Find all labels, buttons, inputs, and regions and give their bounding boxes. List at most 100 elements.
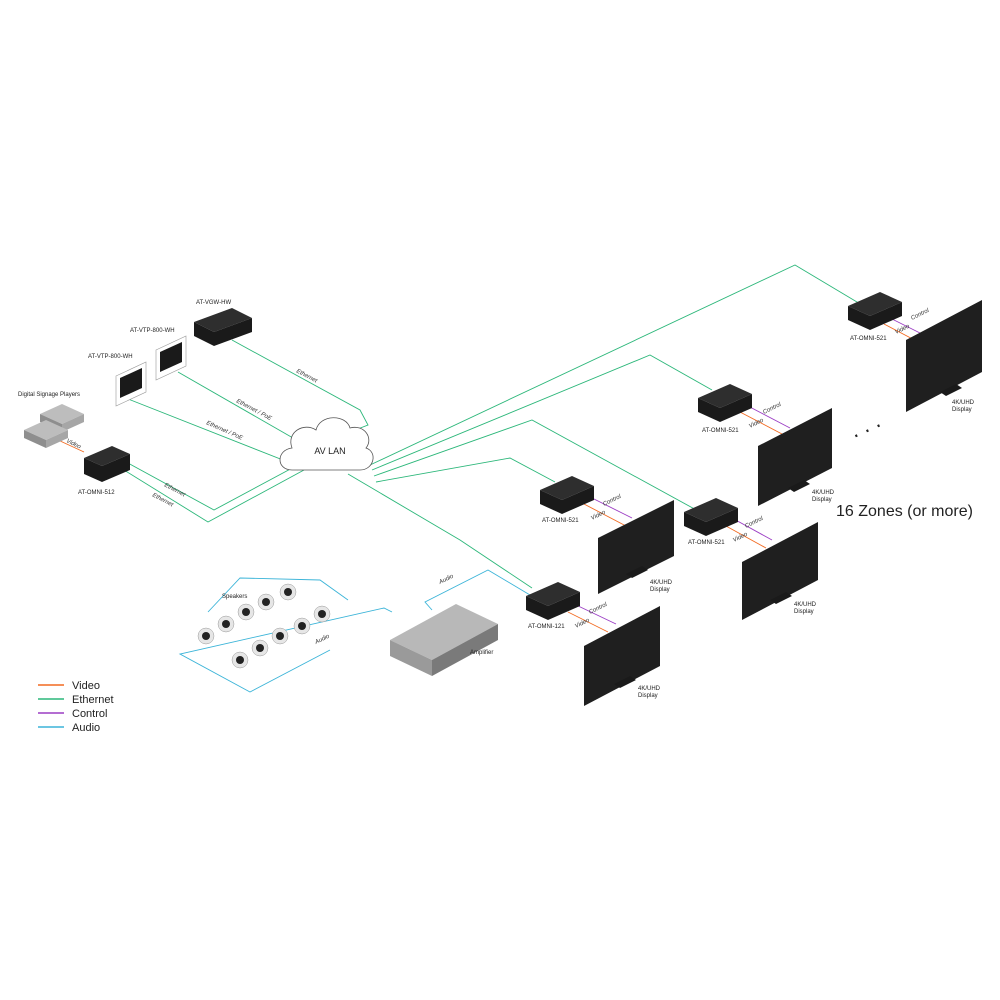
display-c-stand <box>626 566 648 578</box>
display-a-stand <box>788 480 810 492</box>
omni521-far-label: AT-OMNI-521 <box>850 336 887 342</box>
link-label-amp-audio: Audio <box>437 573 455 586</box>
video-link-c <box>583 503 627 527</box>
display-b-line1: 4K/UHD <box>794 602 817 608</box>
speaker-8 <box>271 627 289 645</box>
omni521-far-device: AT-OMNI-521 <box>848 292 902 342</box>
link-label-omni512-ethernet-b: Ethernet <box>151 492 174 508</box>
players-label: Digital Signage Players <box>18 392 80 398</box>
speaker-5 <box>279 583 297 601</box>
display-c-line2: Display <box>650 587 670 593</box>
display-far-stand <box>940 384 962 396</box>
speaker-6 <box>231 651 249 669</box>
display-121-line1: 4K/UHD <box>638 686 661 692</box>
ethernet-line-vtp1 <box>117 394 299 471</box>
speakers: Speakers <box>197 583 331 669</box>
legend-label-video: Video <box>72 680 100 692</box>
link-label-speakers-audio: Audio <box>313 633 331 646</box>
audio-lines <box>178 569 531 693</box>
display-c-screen <box>598 500 674 594</box>
omni521-a-device: AT-OMNI-521 <box>698 384 752 434</box>
omni121-side <box>548 592 580 620</box>
link-label-c-video: Video <box>590 509 607 521</box>
omni121-top <box>526 582 580 606</box>
cloud-label: AV LAN <box>314 446 345 456</box>
vtp1-label: AT-VTP-800-WH <box>88 354 133 360</box>
ethernet-line-omni121 <box>347 473 533 589</box>
legend-label-control: Control <box>72 708 107 720</box>
omni521-a-front <box>698 398 720 422</box>
speaker-10 <box>313 605 331 623</box>
speakers-label: Speakers <box>222 594 247 600</box>
display-c: 4K/UHD Display <box>598 500 674 594</box>
omni121-front <box>526 596 548 620</box>
ethernet-line-vtp2 <box>177 371 301 443</box>
omni521-a-side <box>720 394 752 422</box>
amplifier-device: Amplifier <box>390 604 498 676</box>
link-label-121-video: Video <box>574 617 591 629</box>
link-label-a-video: Video <box>748 417 765 429</box>
ethernet-line-omni521-far <box>369 264 863 466</box>
amplifier-label: Amplifier <box>470 650 493 656</box>
signage-players: Digital Signage Players <box>18 392 84 448</box>
link-label-b-control: Control <box>744 516 765 530</box>
display-a-screen <box>758 408 832 506</box>
display-a-line2: Display <box>812 497 832 503</box>
ethernet-line-omni521-c <box>375 457 556 483</box>
ethernet-line-omni521-a <box>371 354 713 471</box>
amplifier-side <box>390 640 432 676</box>
ellipsis-dots: . . . <box>846 407 884 442</box>
video-link-a <box>739 411 783 435</box>
link-label-121-control: Control <box>588 602 609 616</box>
display-c-line1: 4K/UHD <box>650 580 673 586</box>
av-lan-cloud: AV LAN <box>279 417 374 471</box>
control-link-b <box>731 517 773 541</box>
omni521-far-top <box>848 292 902 316</box>
omni521-far-front <box>848 306 870 330</box>
speaker-4 <box>257 593 275 611</box>
omni512-front <box>84 458 102 482</box>
display-121: 4K/UHD Display <box>584 606 661 706</box>
video-link-121 <box>567 611 609 633</box>
ethernet-line-vgw <box>231 339 369 433</box>
vtp2-label: AT-VTP-800-WH <box>130 328 175 334</box>
omni521-a-label: AT-OMNI-521 <box>702 428 739 434</box>
omni521-b-label: AT-OMNI-521 <box>688 540 725 546</box>
control-link-c <box>589 496 633 519</box>
omni521-b-top <box>684 498 738 522</box>
vtp1-screen <box>120 368 142 398</box>
vtp2-panel: AT-VTP-800-WH <box>130 328 187 381</box>
speaker-7 <box>251 639 269 657</box>
omni521-c-device: AT-OMNI-521 <box>540 476 594 524</box>
link-label-far-control: Control <box>910 308 931 322</box>
omni521-b-side <box>706 508 738 536</box>
omni512-side <box>102 454 130 482</box>
display-far-line2: Display <box>952 407 972 413</box>
speaker-1 <box>197 627 215 645</box>
display-far: 4K/UHD Display <box>906 300 982 413</box>
omni512-device: AT-OMNI-512 <box>78 446 130 496</box>
audio-line-speakers-top <box>207 577 349 613</box>
vgw-front <box>194 322 214 346</box>
control-link-a <box>745 404 791 429</box>
omni521-c-top <box>540 476 594 500</box>
display-a: 4K/UHD Display <box>758 408 835 506</box>
vtp2-screen <box>160 342 182 372</box>
display-b-screen <box>742 522 818 620</box>
omni512-label: AT-OMNI-512 <box>78 490 115 496</box>
vgw-top <box>194 308 252 332</box>
display-121-stand <box>614 676 636 688</box>
video-link-players <box>57 439 85 453</box>
player-front-1 <box>62 414 84 432</box>
player-side-2 <box>24 430 46 448</box>
link-label-a-control: Control <box>762 402 783 416</box>
link-label-b-video: Video <box>732 531 749 543</box>
display-b-line2: Display <box>794 609 814 615</box>
player-front-2 <box>46 430 68 448</box>
omni512-top <box>84 446 130 466</box>
omni521-c-front <box>540 490 562 514</box>
cloud-shape <box>279 417 374 471</box>
ethernet-line-omni521-b <box>373 419 701 513</box>
